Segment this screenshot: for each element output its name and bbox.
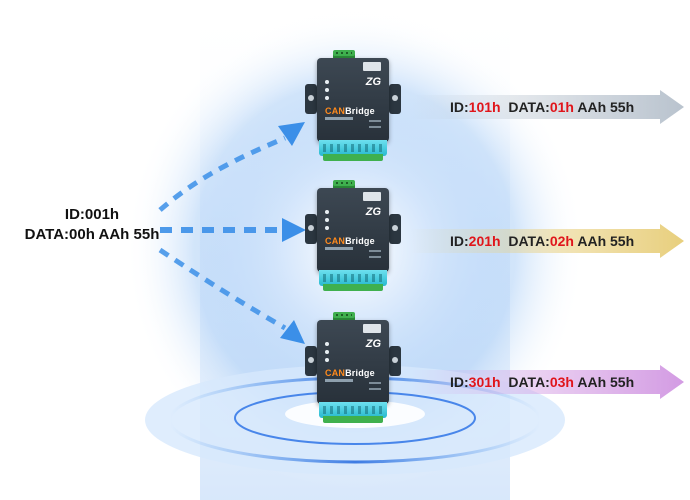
top-terminal-block: [333, 50, 355, 59]
mount-ear-right: [389, 214, 401, 244]
output-arrow-3: [410, 365, 684, 399]
output-message-3: ID:301h DATA:03h AAh 55h: [450, 374, 635, 390]
output-arrow-1: [410, 90, 684, 124]
mount-ear-left: [305, 214, 317, 244]
label-plate: [363, 62, 381, 71]
mount-ear-left: [305, 346, 317, 376]
device-body: ZG CANBridge: [317, 188, 389, 272]
device-brand: CANBridge: [325, 106, 375, 116]
input-flow-top: [158, 122, 305, 212]
input-flow-middle: [160, 218, 306, 242]
output-message-2: ID:201h DATA:02h AAh 55h: [450, 233, 635, 249]
source-id-label: ID:001h: [64, 206, 120, 223]
mount-ear-right: [389, 346, 401, 376]
output-arrow-2: [410, 224, 684, 258]
device-brand: CANBridge: [325, 236, 375, 246]
port-labels: [369, 120, 381, 132]
port-labels: [369, 250, 381, 262]
device-body: ZG CANBridge: [317, 58, 389, 142]
zg-logo-icon: ZG: [365, 206, 381, 218]
input-flow-bottom: [158, 247, 305, 344]
canbridge-device-1: ZG CANBridge: [305, 50, 401, 162]
status-leds: [325, 342, 329, 366]
status-leds: [325, 80, 329, 104]
status-leds: [325, 210, 329, 234]
zg-logo-icon: ZG: [365, 76, 381, 88]
top-terminal-block: [333, 180, 355, 189]
device-subtitle-bar: [325, 247, 353, 250]
device-subtitle-bar: [325, 379, 353, 382]
device-subtitle-bar: [325, 117, 353, 120]
can-port-strip: [319, 270, 387, 286]
source-data-label: DATA:00h AAh 55h: [24, 226, 160, 243]
mount-ear-left: [305, 84, 317, 114]
can-port-strip: [319, 402, 387, 418]
port-labels: [369, 382, 381, 394]
output-message-1: ID:101h DATA:01h AAh 55h: [450, 99, 635, 115]
device-body: ZG CANBridge: [317, 320, 389, 404]
bottom-terminal-block: [323, 154, 383, 161]
bottom-terminal-block: [323, 284, 383, 291]
label-plate: [363, 324, 381, 333]
canbridge-device-2: ZG CANBridge: [305, 180, 401, 292]
bottom-terminal-block: [323, 416, 383, 423]
zg-logo-icon: ZG: [365, 338, 381, 350]
can-port-strip: [319, 140, 387, 156]
label-plate: [363, 192, 381, 201]
top-terminal-block: [333, 312, 355, 321]
mount-ear-right: [389, 84, 401, 114]
device-brand: CANBridge: [325, 368, 375, 378]
canbridge-device-3: ZG CANBridge: [305, 312, 401, 424]
